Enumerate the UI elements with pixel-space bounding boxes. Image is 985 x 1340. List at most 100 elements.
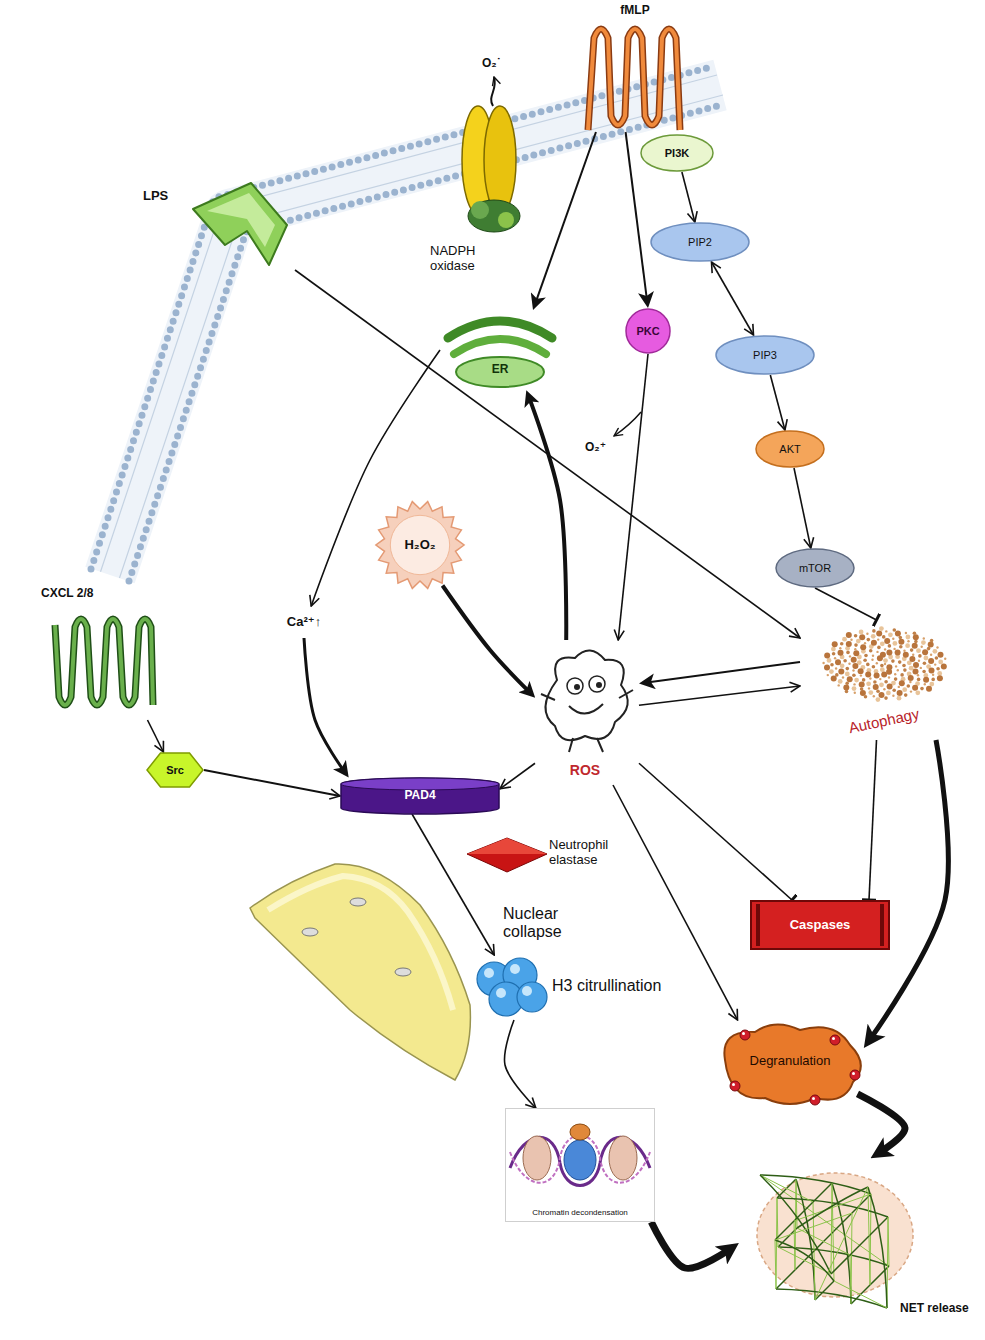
arrow-connector [443,586,530,693]
illustration-part [835,659,841,665]
illustration-part [596,682,602,688]
illustration-part [832,641,838,647]
illustration-part [888,632,893,637]
illustration-part [852,1072,855,1075]
illustration-part [903,652,909,658]
illustration-part [874,673,880,679]
illustration-part [760,1175,813,1202]
node-label: PIP2 [688,236,712,249]
illustration-part [902,687,907,692]
illustration-part [854,678,859,683]
illustration-part [831,1255,850,1274]
illustration-part [872,655,874,657]
illustration-part [851,657,857,663]
illustration-part [905,632,907,634]
illustration-part [853,683,855,685]
chromatin-figure: Chromatin decondensation [505,1108,659,1222]
illustration-part [918,654,922,658]
illustration-part [815,1187,868,1300]
illustration-part [928,642,934,648]
illustration-part [879,626,884,631]
illustration-part [732,1083,735,1086]
illustration-part [871,640,877,646]
chemokine-receptor-shape [35,585,185,720]
illustration-part [850,1070,860,1080]
illustration-part [912,654,914,656]
node-label: H₂O₂ [404,538,435,553]
node-label: Autophagy [847,705,921,737]
illustration-part [913,669,919,675]
illustration-part [924,656,929,661]
illustration-part [936,646,938,648]
illustration-part [921,646,923,648]
illustration-part [776,1289,887,1308]
illustration-part [845,672,850,677]
illustration-part [588,29,680,130]
illustration-part [865,672,871,678]
node-label: Neutrophil elastase [549,838,619,868]
illustration-part [913,632,917,636]
illustration-part [395,968,411,976]
illustration-part [873,695,875,697]
illustration-part [797,1187,868,1228]
illustration-part [854,692,856,694]
illustration-part [937,675,943,681]
illustration-part [923,662,927,666]
illustration-part [892,638,894,640]
illustration-part [923,677,929,683]
illustration-part [876,697,881,702]
illustration-part [840,663,845,668]
kinase-oval: AKT [755,430,825,468]
illustration-part [900,673,904,677]
illustration-part [876,662,878,664]
illustration-part [510,964,520,974]
illustration-part [827,658,832,663]
illustration-part [55,619,153,705]
illustration-part [852,663,858,669]
node-label: Chromatin decondensation [505,1208,655,1217]
node-label: Caspases [790,918,851,933]
illustration-part [897,690,903,696]
illustration-part [907,640,909,642]
illustration-part [467,838,547,854]
illustration-part [834,1281,887,1308]
node-label: Degranulation [750,1054,831,1069]
illustration-part [574,684,580,690]
illustration-part [895,650,901,656]
illustration-part [877,646,881,650]
illustration-part [928,658,934,664]
illustration-part [845,690,849,694]
arrow-connector [536,132,596,302]
illustration-part [858,668,864,674]
illustration-part [922,649,928,655]
chromatin-figure-shape [505,1108,659,1222]
illustration-part [850,639,852,641]
illustration-part [724,1024,860,1104]
illustration-part [884,680,888,684]
illustration-part [893,628,897,632]
illustration-part [885,630,887,632]
illustration-part [886,650,892,656]
illustration-part [866,633,868,635]
illustration-part [899,645,903,649]
illustration-part [564,1140,596,1180]
illustration-part [868,687,870,689]
inhibition-line [815,588,877,620]
illustration-part [775,1240,834,1281]
arrow-connector [794,468,811,548]
illustration-part [814,1251,815,1300]
illustration-part [917,678,921,682]
illustration-part [589,676,605,692]
illustration-part [835,673,839,677]
illustration-part [651,223,749,261]
illustration-part [944,658,946,660]
illustration-part [843,684,849,690]
superoxide-release-arrow [491,77,495,106]
chemical-label: O₂˙ [482,56,501,70]
illustration-part [864,695,868,699]
illustration-part [892,695,894,697]
illustration-part [776,1270,795,1289]
illustration-part [390,515,449,574]
kinase-oval: PI3K [640,134,714,172]
